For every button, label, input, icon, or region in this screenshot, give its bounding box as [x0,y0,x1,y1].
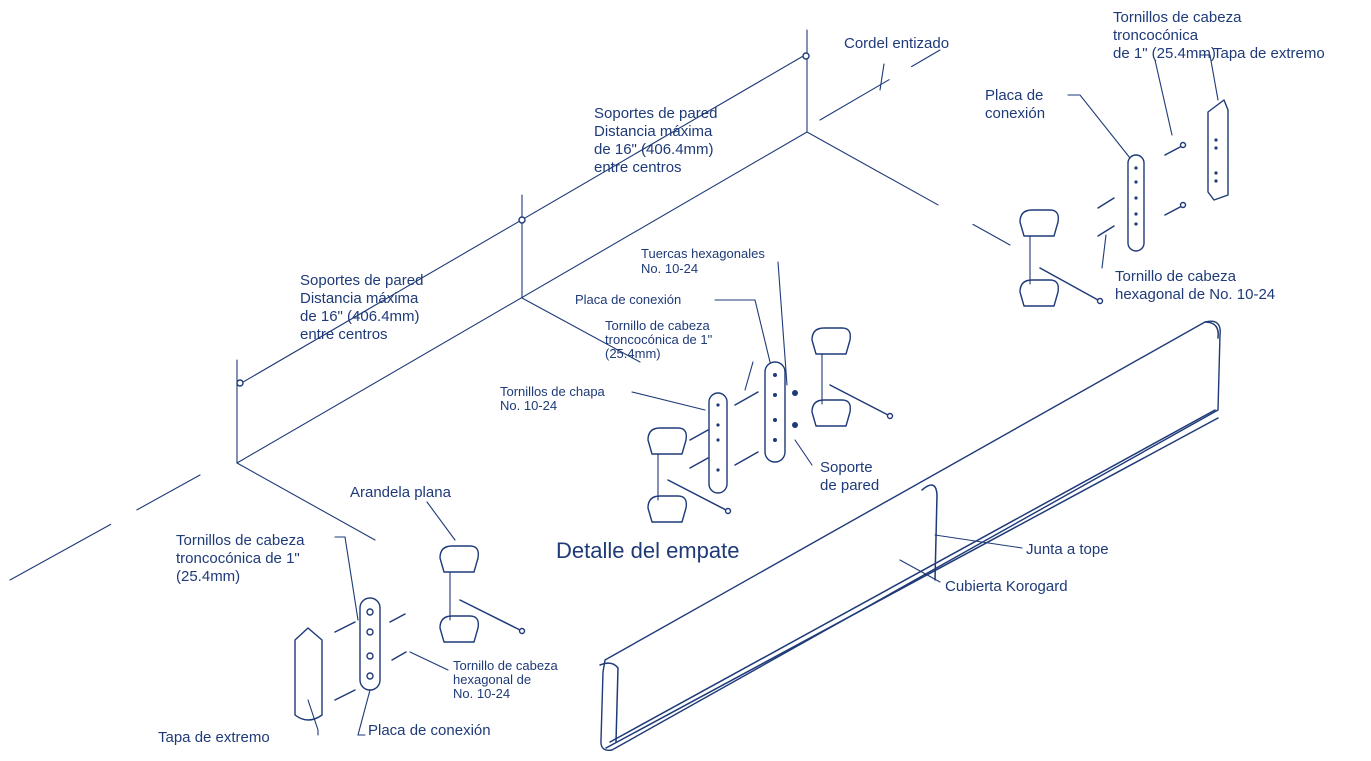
label-cover: Cubierta Korogard [945,578,1068,595]
label-flat-washer: Arandela plana [350,484,452,501]
label-left-screws: Tornillos de cabeza troncocónica de 1" (… [176,532,305,585]
label-spacing-b: Soportes de pared Distancia máxima de 16… [300,272,423,343]
label-left-screws-2: troncocónica de 1" [176,550,300,567]
label-spacing-a-2: Distancia máxima [594,123,713,140]
label-plate-top: Placa de conexión [985,87,1045,122]
splice-detail-assembly [647,327,894,523]
label-mid-screw-1: Tornillo de cabeza [605,318,711,333]
label-mid-screw: Tornillo de cabeza troncocónica de 1" (2… [605,318,713,361]
label-spacing-a-3: de 16" (406.4mm) [594,141,714,158]
label-left-screws-1: Tornillos de cabeza [176,532,305,549]
label-wall-support-2: de pared [820,477,879,494]
label-plate-mid: Placa de conexión [575,292,681,307]
label-hex-screw-bottom: Tornillo de cabeza hexagonal de No. 10-2… [453,658,559,701]
label-top-screws-1: Tornillos de cabeza [1113,9,1242,26]
label-sheet-screws-1: Tornillos de chapa [500,384,606,399]
label-hex-screw-top-1: Tornillo de cabeza [1115,268,1237,285]
label-spacing-b-1: Soportes de pared [300,272,423,289]
label-wall-support: Soporte de pared [820,459,879,494]
label-plate-top-1: Placa de [985,87,1043,104]
label-butt-joint: Junta a tope [1026,541,1109,558]
label-top-screws-2: troncocónica [1113,27,1199,44]
label-plate-bottom: Placa de conexión [368,722,491,739]
label-top-screws: Tornillos de cabeza troncocónica de 1" (… [1113,9,1242,62]
wall-outline [9,29,1011,581]
label-top-screws-3: de 1" (25.4mm) [1113,45,1216,62]
label-end-cap-bottom: Tapa de extremo [158,729,270,746]
label-spacing-b-4: entre centros [300,326,388,343]
top-right-assembly [1019,99,1229,307]
label-hex-screw-bottom-3: No. 10-24 [453,686,510,701]
label-spacing-b-2: Distancia máxima [300,290,419,307]
label-hex-nuts: Tuercas hexagonales No. 10-24 [641,246,765,276]
label-spacing-b-3: de 16" (406.4mm) [300,308,420,325]
label-chalk-line: Cordel entizado [844,35,949,52]
label-mid-screw-3: (25.4mm) [605,346,661,361]
label-spacing-a-1: Soportes de pared [594,105,717,122]
label-plate-top-2: conexión [985,105,1045,122]
label-hex-nuts-1: Tuercas hexagonales [641,246,765,261]
label-hex-screw-top-2: hexagonal de No. 10-24 [1115,286,1275,303]
label-splice-detail: Detalle del empate [556,538,739,563]
korogard-cover [599,320,1221,751]
label-end-cap-top: Tapa de extremo [1213,45,1325,62]
label-left-screws-3: (25.4mm) [176,568,240,585]
label-sheet-screws: Tornillos de chapa No. 10-24 [500,384,606,413]
label-hex-screw-bottom-2: hexagonal de [453,672,531,687]
bottom-left-assembly [294,545,526,721]
label-mid-screw-2: troncocónica de 1" [605,332,713,347]
label-hex-nuts-2: No. 10-24 [641,261,698,276]
label-wall-support-1: Soporte [820,459,873,476]
label-sheet-screws-2: No. 10-24 [500,398,557,413]
labels: Cordel entizado Soportes de pared Distan… [158,9,1325,746]
label-spacing-a: Soportes de pared Distancia máxima de 16… [594,105,717,176]
label-spacing-a-4: entre centros [594,159,682,176]
label-hex-screw-top: Tornillo de cabeza hexagonal de No. 10-2… [1115,268,1275,303]
leader-lines [307,54,1219,736]
label-hex-screw-bottom-1: Tornillo de cabeza [453,658,559,673]
